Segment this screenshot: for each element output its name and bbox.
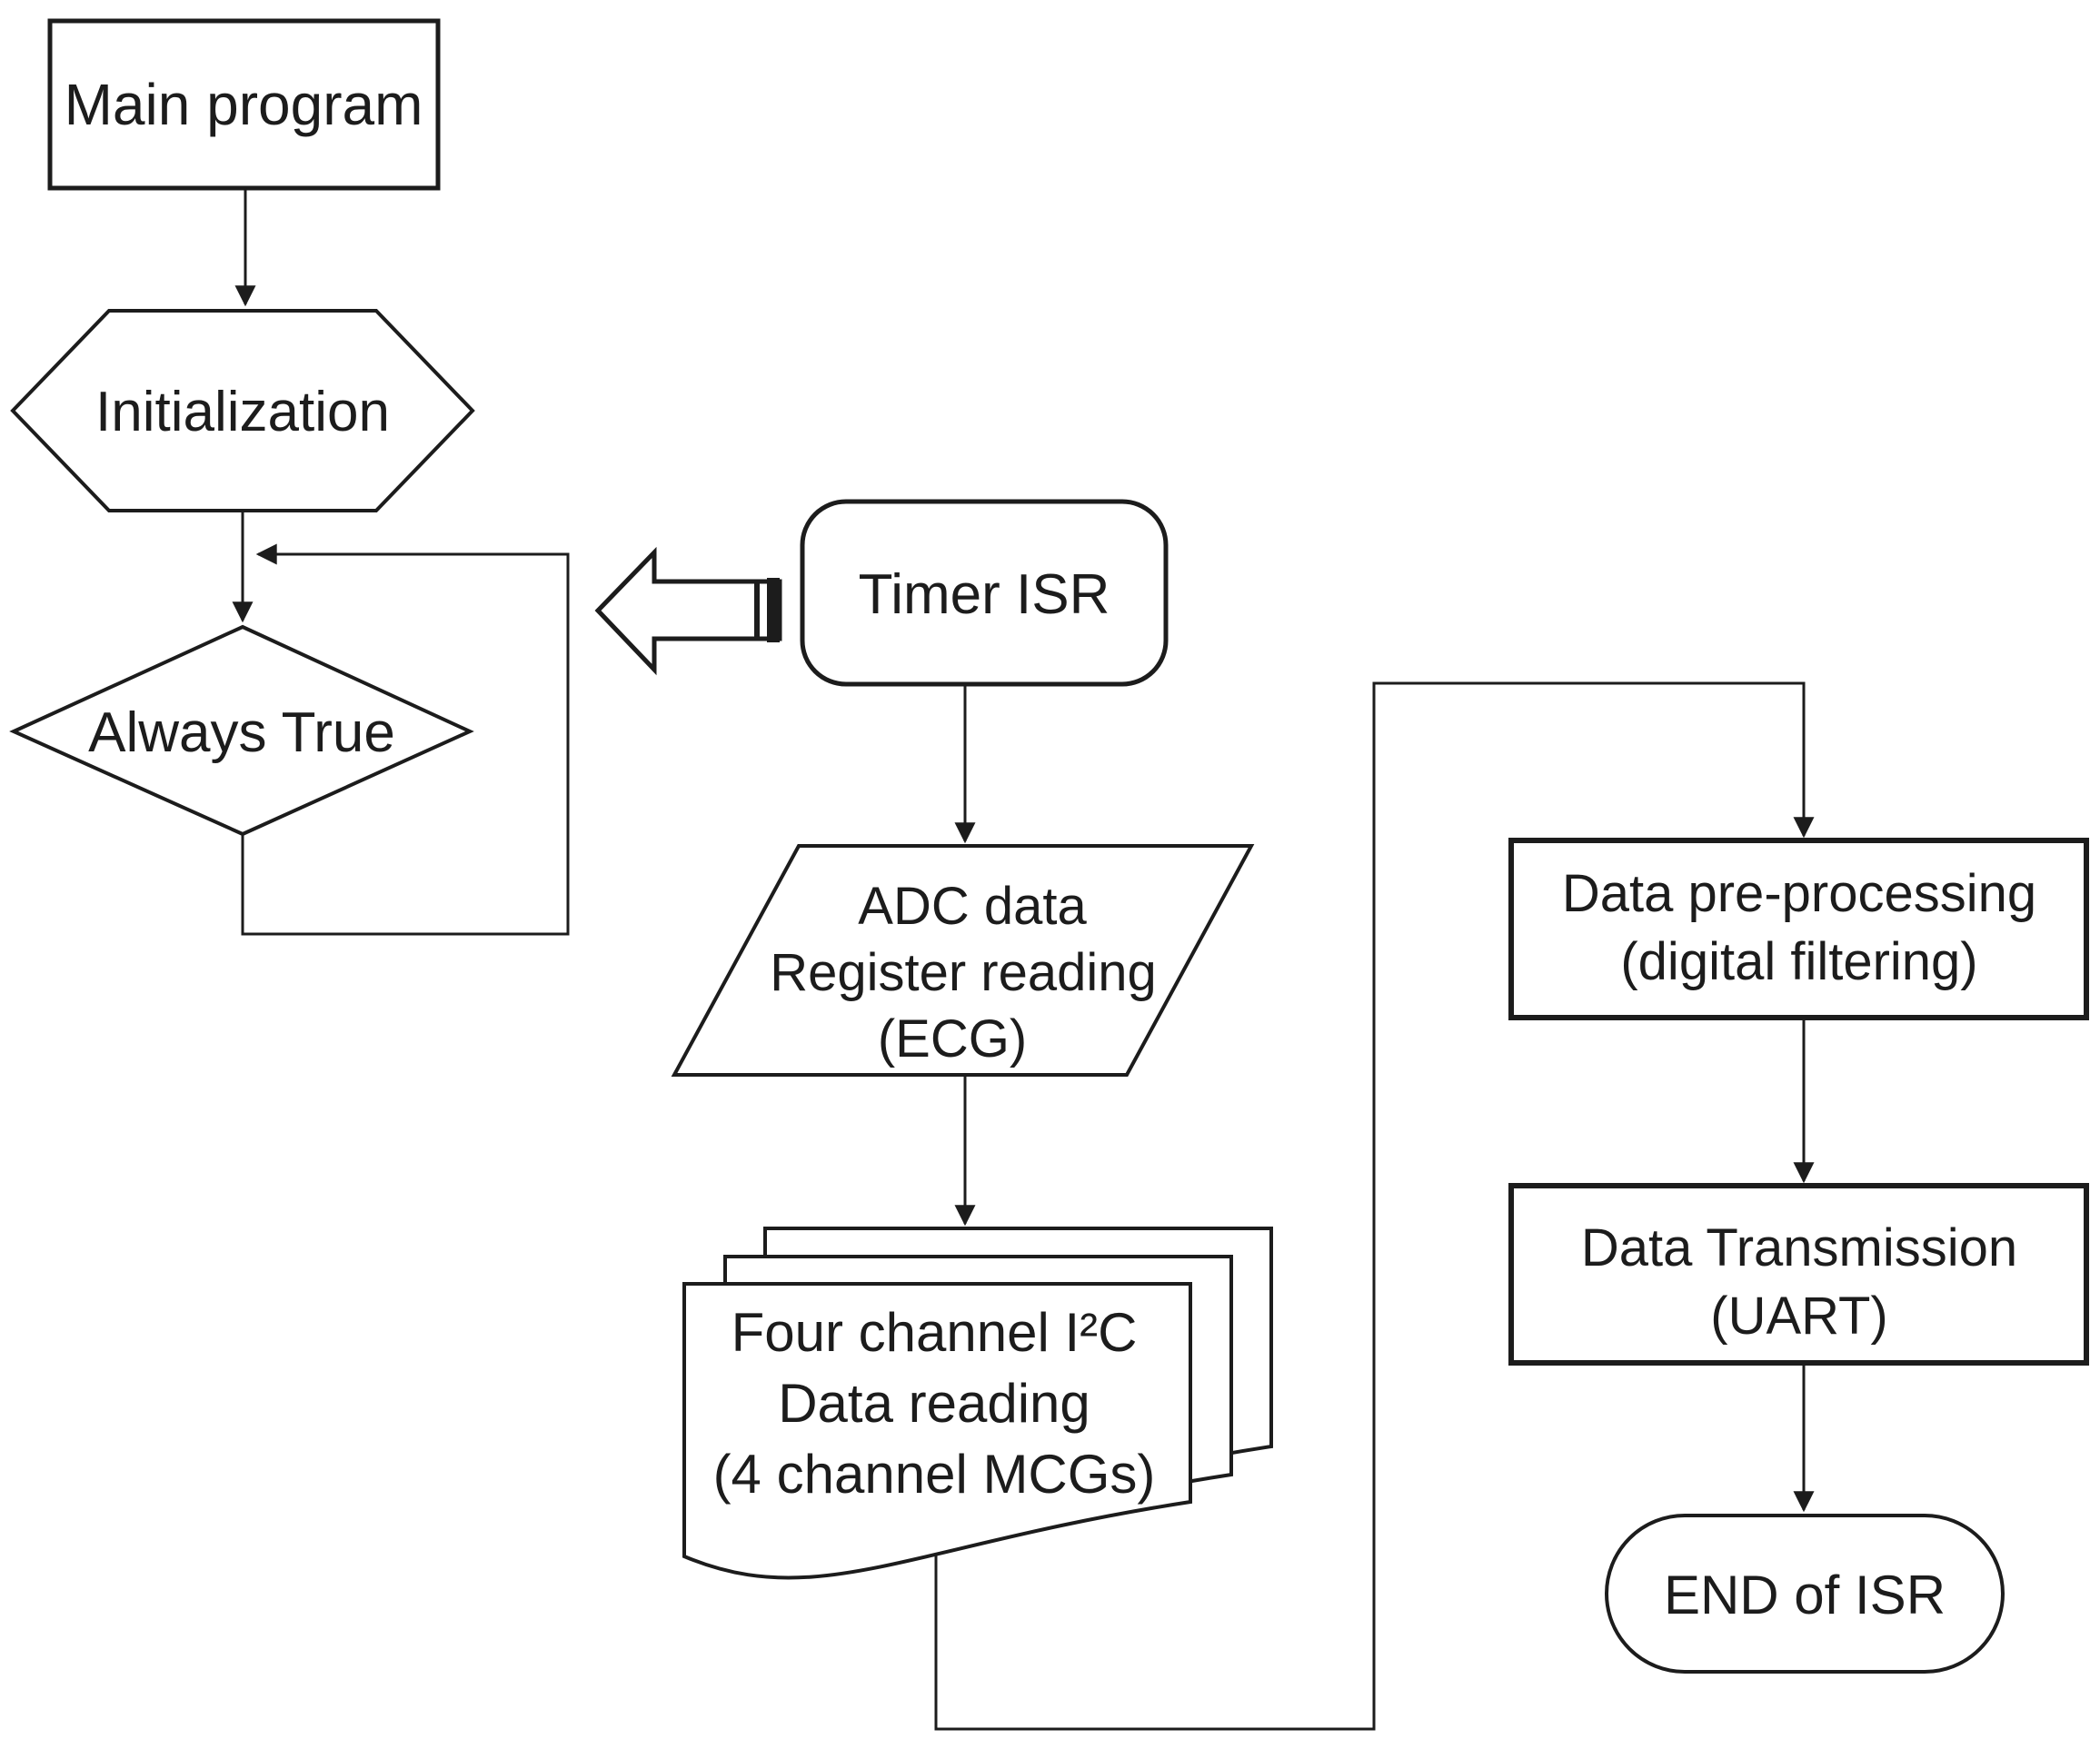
adc-line2: Register reading bbox=[770, 943, 1157, 1002]
initialization-hexagon bbox=[10, 309, 475, 512]
block-arrow-tail-bar-thick bbox=[767, 578, 780, 642]
document-page-front bbox=[682, 1282, 1192, 1580]
block-arrow-left-icon bbox=[594, 546, 782, 676]
timer-isr-box bbox=[800, 499, 1169, 687]
preprocessing-line2: (digital filtering) bbox=[1620, 932, 1977, 991]
node-i2c-reading: Four channel I²C Data reading (4 channel… bbox=[682, 1227, 1273, 1580]
node-transmission: Data Transmission (UART) bbox=[1508, 1183, 2089, 1366]
node-end-isr: END of ISR bbox=[1605, 1514, 2005, 1674]
node-initialization: Initialization bbox=[10, 309, 475, 512]
connectors bbox=[232, 188, 1815, 1513]
edge-i2c-to-preprocessing bbox=[934, 681, 1815, 1731]
main-program-box bbox=[47, 18, 441, 191]
node-adc-reading: ADC data Register reading (ECG) bbox=[671, 844, 1255, 1077]
preprocessing-box bbox=[1508, 838, 2089, 1020]
adc-line1: ADC data bbox=[858, 877, 1087, 936]
node-main-program: Main program bbox=[47, 18, 441, 191]
transmission-line2: (UART) bbox=[1710, 1287, 1887, 1346]
block-arrow-tail-bar-thin bbox=[754, 581, 760, 639]
edge-loop-back bbox=[241, 543, 570, 936]
node-timer-isr: Timer ISR bbox=[800, 499, 1169, 687]
node-preprocessing: Data pre-processing (digital filtering) bbox=[1508, 838, 2089, 1020]
i2c-line3: (4 channel MCGs) bbox=[713, 1444, 1156, 1505]
always-true-label: Always True bbox=[88, 701, 395, 764]
always-true-diamond bbox=[9, 624, 474, 837]
adc-line3: (ECG) bbox=[878, 1009, 1027, 1068]
interrupt-block-arrow bbox=[594, 546, 782, 676]
i2c-line2: Data reading bbox=[778, 1373, 1090, 1434]
i2c-line1: Four channel I²C bbox=[732, 1302, 1138, 1363]
transmission-box bbox=[1508, 1183, 2089, 1366]
transmission-line1: Data Transmission bbox=[1581, 1218, 2017, 1277]
timer-isr-label: Timer ISR bbox=[859, 563, 1110, 626]
preprocessing-line1: Data pre-processing bbox=[1562, 864, 2036, 923]
main-program-label: Main program bbox=[65, 72, 423, 137]
end-isr-label: END of ISR bbox=[1664, 1565, 1946, 1625]
node-always-true: Always True bbox=[9, 624, 474, 837]
adc-parallelogram bbox=[671, 844, 1255, 1077]
end-isr-stadium bbox=[1605, 1514, 2005, 1674]
initialization-label: Initialization bbox=[95, 381, 390, 443]
